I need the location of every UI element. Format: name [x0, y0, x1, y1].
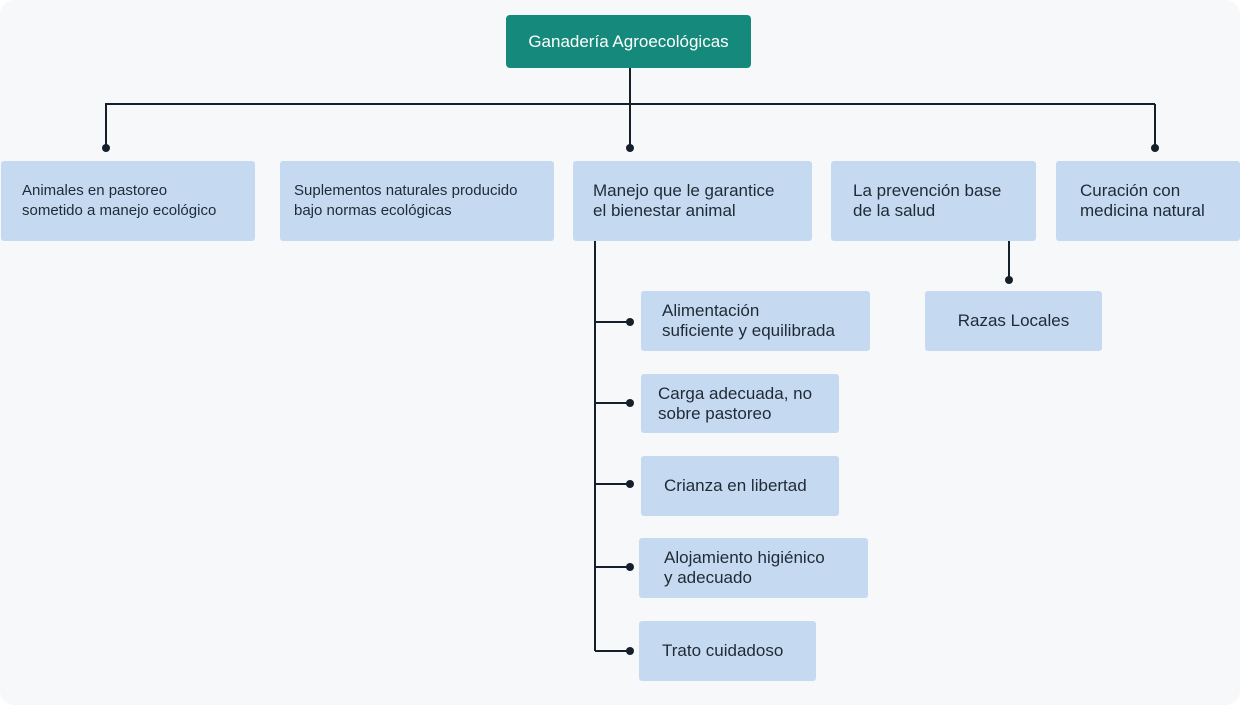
connector-child-dot-3 [626, 480, 634, 488]
connector-dot-1 [102, 144, 110, 152]
child-node-alojamiento: Alojamiento higiénico y adecuado [639, 538, 868, 598]
branch-node-label: Manejo que le garantice el bienestar ani… [593, 181, 775, 220]
child-node-label: Carga adecuada, no sobre pastoreo [658, 383, 813, 423]
branch-node-curacion: Curación con medicina natural [1056, 161, 1240, 241]
branch-node-prevencion: La prevención base de la salud [831, 161, 1036, 241]
connector-child-dot-4 [626, 563, 634, 571]
child-node-label: Alojamiento higiénico y adecuado [664, 548, 825, 587]
branch-node-pastoreo: Animales en pastoreo sometido a manejo e… [1, 161, 255, 241]
child-node-trato: Trato cuidadoso [639, 621, 816, 681]
connector-dot-3 [626, 144, 634, 152]
branch-node-label: Suplementos naturales producido bajo nor… [294, 182, 518, 219]
child-node-alimentacion: Alimentación suficiente y equilibrada [641, 291, 870, 351]
connector-child-dot-2 [626, 399, 634, 407]
child-node-label: Trato cuidadoso [662, 641, 784, 660]
connector-child-dot-5 [626, 647, 634, 655]
connector-prevencion-dot [1005, 276, 1013, 284]
branch-node-manejo: Manejo que le garantice el bienestar ani… [573, 161, 812, 241]
child-node-crianza: Crianza en libertad [641, 456, 839, 516]
child-node-label: Alimentación suficiente y equilibrada [662, 301, 835, 340]
connector-dot-5 [1151, 144, 1159, 152]
branch-node-label: Curación con medicina natural [1080, 181, 1205, 220]
root-node: Ganadería Agroecológicas [506, 15, 751, 68]
branch-node-suplementos: Suplementos naturales producido bajo nor… [280, 161, 554, 241]
child-node-label: Crianza en libertad [664, 476, 807, 495]
child-node-label: Razas Locales [957, 311, 1070, 330]
connector-child-dot-1 [626, 318, 634, 326]
child-node-carga: Carga adecuada, no sobre pastoreo [641, 374, 839, 433]
child-node-razas-locales: Razas Locales [925, 291, 1102, 351]
branch-node-label: Animales en pastoreo sometido a manejo e… [22, 182, 217, 219]
root-node-label: Ganadería Agroecológicas [528, 31, 729, 51]
branch-node-label: La prevención base de la salud [853, 181, 1002, 220]
